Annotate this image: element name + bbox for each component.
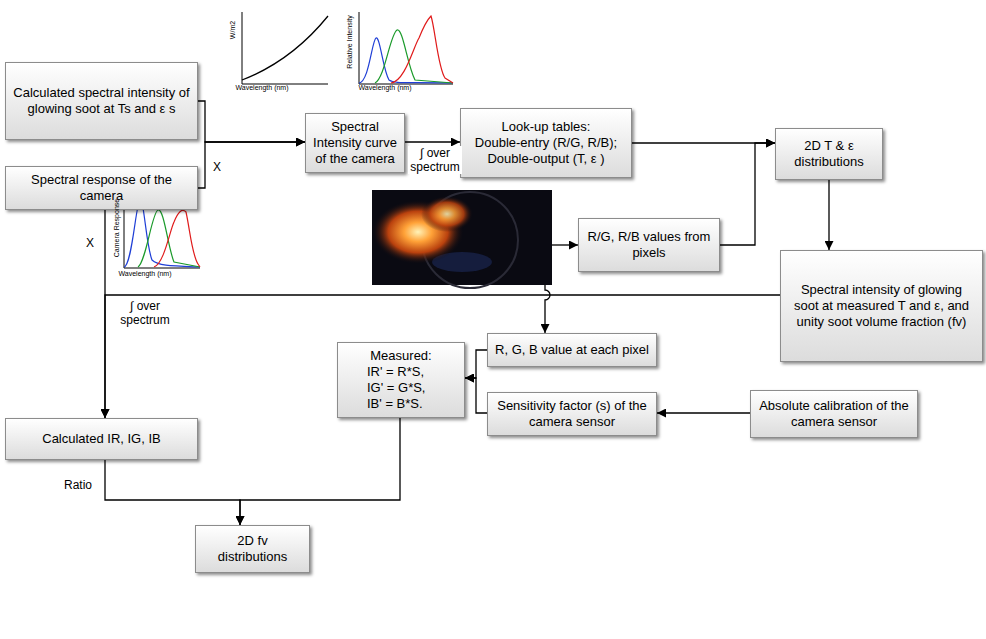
flow-arrow [828,180,829,250]
flow-arrow [720,143,775,245]
process-box: 2D fv distributions [195,525,310,573]
process-box: Spectral response of the camera [5,166,198,210]
photo-link [545,285,550,333]
node-text: Spectral Intensity curve of the camera [312,119,398,167]
flow-arrow [657,412,750,413]
edge-label: X [84,236,96,250]
node-text: Calculated IR, IG, IB [42,431,161,447]
process-box: Absolute calibration of the camera senso… [750,390,918,438]
flow-arrow [632,142,775,143]
process-box: Look-up tables:Double-entry (R/G, R/B); … [460,108,632,178]
intensity-chart [242,12,328,84]
node-text: Double-entry (R/G, R/B); Double-output (… [467,135,625,167]
process-box: R, G, B value at each pixel [487,333,657,367]
node-text: IR' = R*S, IG' = G*S, IB' = B*S. [367,364,435,412]
node-text: R/G, R/B values from pixels [585,229,713,261]
process-box: R/G, R/B values from pixels [578,218,720,272]
process-box: Spectral Intensity curve of the camera [305,113,405,173]
flow-arrow [240,418,400,525]
axis-label: W/m2 [229,21,237,39]
flow-arrow [465,378,487,413]
process-box: Measured:IR' = R*S, IG' = G*S, IB' = B*S… [337,342,465,418]
process-box: Calculated spectral intensity of glowing… [5,62,198,140]
node-text: Sensitivity factor (s) of the camera sen… [494,398,650,430]
flow-arrow [105,295,780,418]
edge-label: Ratio [62,478,94,492]
node-text: Look-up tables: [502,119,591,135]
node-text: Calculated spectral intensity of glowing… [12,85,191,117]
photo-link [552,244,578,245]
node-text: Spectral response of the camera [12,172,191,204]
flow-arrow [105,460,240,525]
node-text: 2D fv distributions [202,533,303,565]
node-text: R, G, B value at each pixel [495,342,649,358]
axis-label: Relative Intensity [346,15,354,68]
edge-label: ∫ over spectrum [408,146,462,174]
process-box: Spectral intensity of glowing soot at me… [780,250,983,362]
relative-intensity-chart [359,12,453,84]
node-text: Spectral intensity of glowing soot at me… [787,282,976,330]
flow-arrow [198,142,305,188]
flow-arrow [198,101,305,142]
axis-label: Wavelength (nm) [235,84,288,92]
flame-photo [372,190,552,288]
node-text: 2D T & ε distributions [782,138,876,170]
flow-arrow [104,210,105,418]
edge-label: ∫ over spectrum [112,299,178,327]
process-box: Sensitivity factor (s) of the camera sen… [487,392,657,436]
process-box: Calculated IR, IG, IB [5,418,198,460]
flow-arrow [465,350,487,378]
axis-label: Wavelength (nm) [118,270,171,278]
process-box: 2D T & ε distributions [775,128,883,180]
node-text: Absolute calibration of the camera senso… [757,398,911,430]
axis-label: Camera Response [113,199,121,257]
node-text: Measured: [370,348,431,364]
flow-arrow [405,141,460,142]
axis-label: Wavelength (nm) [358,84,411,92]
edge-label: X [211,160,223,174]
